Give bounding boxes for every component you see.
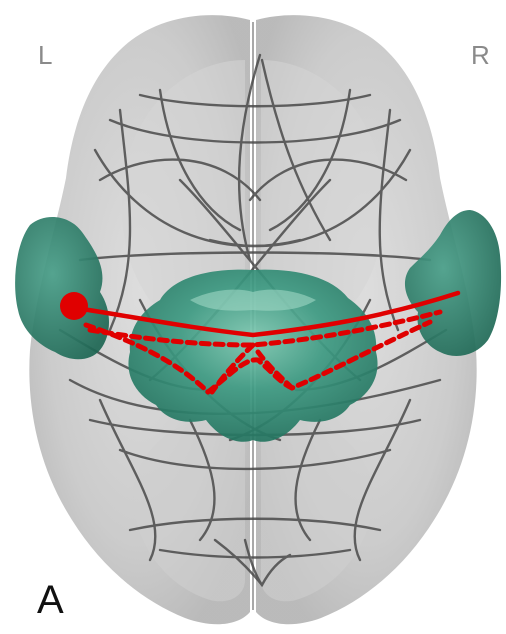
left-hemisphere-label: L: [38, 40, 52, 71]
right-hemisphere-label: R: [471, 40, 490, 71]
path-origin-node: [60, 292, 88, 320]
panel-label: A: [37, 578, 64, 623]
